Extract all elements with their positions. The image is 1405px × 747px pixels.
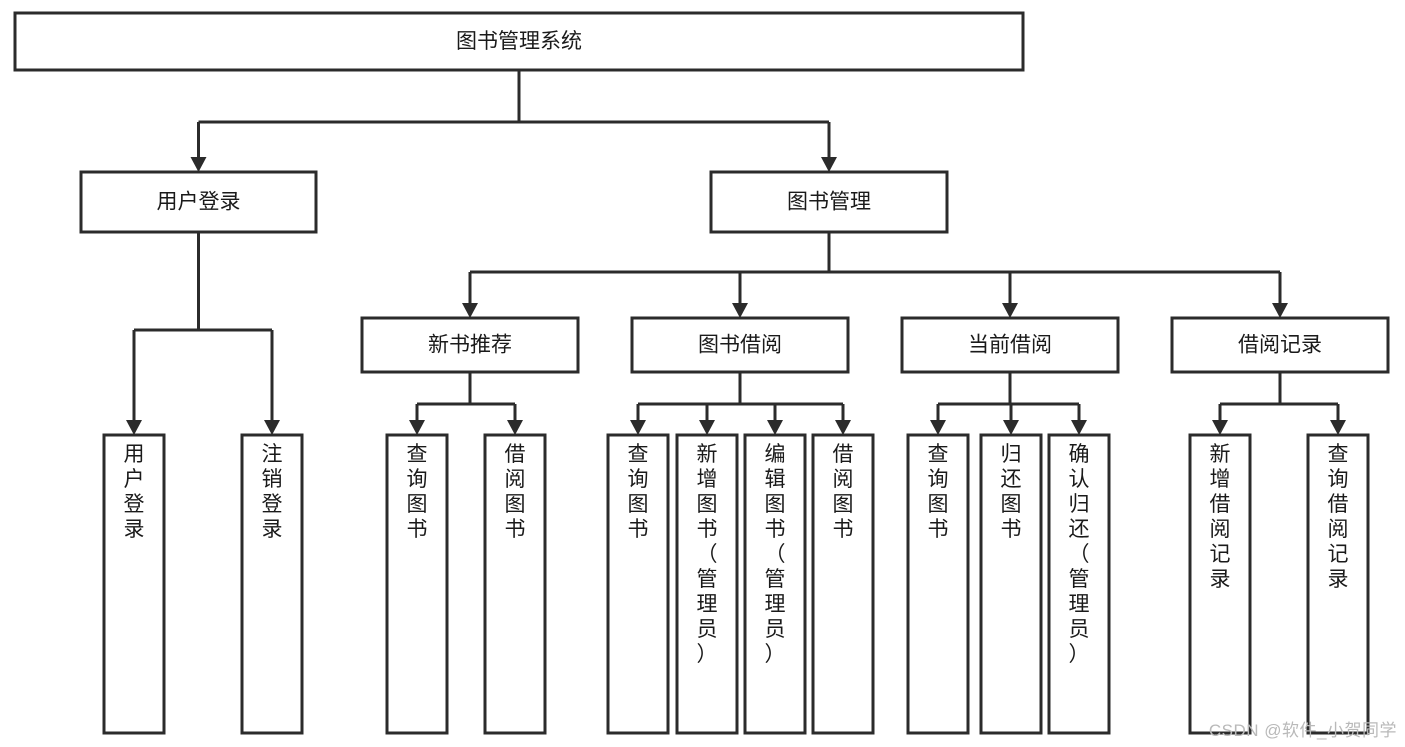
node-box-query-borrow-record [1306,433,1370,735]
node-label-borrow-book-2: 借阅图书 [833,443,854,541]
node-box-query-book-1 [385,433,449,735]
node-new-book-recommend[interactable]: 新书推荐 [360,316,580,374]
node-current-borrow[interactable]: 当前借阅 [900,316,1120,374]
arrow-connector [630,404,646,435]
node-label-query-book-1: 查询图书 [407,443,428,541]
node-borrow-book-1[interactable]: 借阅图书 [483,433,547,735]
node-box-borrow-book-2 [811,433,875,735]
node-label-query-borrow-record: 查询借阅记录 [1328,443,1349,591]
node-return-book[interactable]: 归还图书 [979,433,1043,735]
node-label-query-book-3: 查询图书 [928,443,949,541]
node-box-user-login-leaf [102,433,166,735]
node-box-new-book-recommend [360,316,580,374]
node-root[interactable]: 图书管理系统 [13,11,1025,72]
node-box-book-management [709,170,949,234]
node-label-borrow-book-1: 借阅图书 [505,443,526,541]
arrow-connector [732,272,748,318]
node-label-add-borrow-record: 新增借阅记录 [1210,443,1231,591]
node-label-user-logout-leaf: 注销登录 [262,443,283,541]
node-box-add-borrow-record [1188,433,1252,735]
node-label-confirm-return-admin: 确认归还（管理员） [1069,443,1090,666]
node-label-user-login: 用户登录 [157,191,241,214]
node-label-edit-book-admin: 编辑图书（管理员） [765,443,786,666]
node-box-query-book-2 [606,433,670,735]
arrow-connector [930,404,946,435]
node-box-edit-book-admin [743,433,807,735]
node-label-current-borrow: 当前借阅 [968,334,1052,357]
node-box-borrow-record [1170,316,1390,374]
arrow-connector [507,404,523,435]
node-add-borrow-record[interactable]: 新增借阅记录 [1188,433,1252,735]
node-confirm-return-admin[interactable]: 确认归还（管理员） [1047,433,1111,735]
node-label-borrow-record: 借阅记录 [1238,334,1322,357]
node-box-query-book-3 [906,433,970,735]
arrow-connector [699,404,715,435]
arrow-connector [1330,404,1346,435]
connector-group [930,372,1087,435]
node-box-add-book-admin [675,433,739,735]
node-box-root [13,11,1025,72]
node-label-book-borrow: 图书借阅 [698,334,782,357]
arrow-connector [1071,404,1087,435]
node-borrow-book-2[interactable]: 借阅图书 [811,433,875,735]
arrow-connector [190,122,207,172]
arrow-connector [409,404,425,435]
arrow-connector [264,330,280,435]
node-label-add-book-admin: 新增图书（管理员） [697,443,718,666]
node-query-book-3[interactable]: 查询图书 [906,433,970,735]
node-label-user-login-leaf: 用户登录 [124,443,145,541]
node-user-logout-leaf[interactable]: 注销登录 [240,433,304,735]
node-edit-book-admin[interactable]: 编辑图书（管理员） [743,433,807,735]
node-box-confirm-return-admin [1047,433,1111,735]
node-box-user-logout-leaf [240,433,304,735]
node-box-current-borrow [900,316,1120,374]
node-label-root: 图书管理系统 [456,30,582,53]
connector-group [1212,372,1346,435]
node-box-user-login [79,170,318,234]
node-add-book-admin[interactable]: 新增图书（管理员） [675,433,739,735]
arrow-connector [462,272,478,318]
connector-group [462,232,1288,318]
arrow-connector [1272,272,1288,318]
connector-group [126,232,280,435]
node-label-query-book-2: 查询图书 [628,443,649,541]
arrow-connector [1212,404,1228,435]
node-book-management[interactable]: 图书管理 [709,170,949,234]
node-label-return-book: 归还图书 [1001,443,1022,541]
node-user-login-leaf[interactable]: 用户登录 [102,433,166,735]
arrow-connector [1002,272,1018,318]
node-box-book-borrow [630,316,850,374]
arrow-connector [835,404,851,435]
node-query-book-2[interactable]: 查询图书 [606,433,670,735]
nodes-layer: 图书管理系统用户登录用户登录注销登录图书管理新书推荐查询图书借阅图书图书借阅查询… [13,11,1390,735]
connectors-layer [126,70,1346,435]
connector-group [409,372,523,435]
node-query-book-1[interactable]: 查询图书 [385,433,449,735]
arrow-connector [821,122,837,172]
arrow-connector [126,330,142,435]
node-box-return-book [979,433,1043,735]
node-label-book-management: 图书管理 [787,191,871,214]
node-label-new-book-recommend: 新书推荐 [428,334,512,357]
arrow-connector [767,404,783,435]
node-book-borrow[interactable]: 图书借阅 [630,316,850,374]
arrow-connector [1003,404,1019,435]
node-query-borrow-record[interactable]: 查询借阅记录 [1306,433,1370,735]
node-box-borrow-book-1 [483,433,547,735]
connector-group [190,70,837,172]
connector-group [630,372,851,435]
node-borrow-record[interactable]: 借阅记录 [1170,316,1390,374]
node-user-login[interactable]: 用户登录 [79,170,318,234]
